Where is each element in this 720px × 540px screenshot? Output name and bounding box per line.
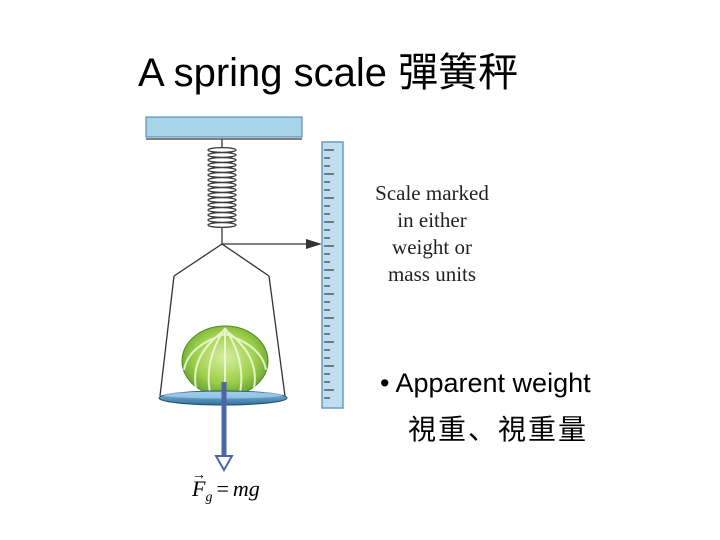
slide-title: A spring scale 彈簧秤 <box>138 51 519 95</box>
lettuce <box>181 325 269 397</box>
bullet-subtext: 視重、視重量 <box>408 413 589 446</box>
formula-vector-symbol: F <box>192 476 206 501</box>
bullet-text: Apparent weight <box>395 368 591 398</box>
formula-equals: = <box>216 476 229 501</box>
vector-arrow-icon: → <box>192 468 206 483</box>
hanging-cords <box>159 243 286 397</box>
spring <box>207 139 237 244</box>
caption-line: weight or <box>392 235 472 259</box>
scale-caption: Scale marked in either weight or mass un… <box>352 180 512 288</box>
bullet-item: • Apparent weight <box>380 368 591 399</box>
formula-subscript: g <box>205 490 213 505</box>
ceiling-support <box>145 116 303 138</box>
gravity-formula: → Fg=mg <box>192 468 260 506</box>
bullet-marker: • <box>380 368 390 398</box>
gravity-force-arrow <box>214 382 234 473</box>
caption-line: Scale marked <box>375 181 489 205</box>
caption-line: in either <box>397 208 467 232</box>
measuring-scale <box>321 141 344 409</box>
formula-rhs: mg <box>232 476 260 501</box>
caption-line: mass units <box>387 262 477 286</box>
pointer-arrow <box>222 239 322 249</box>
